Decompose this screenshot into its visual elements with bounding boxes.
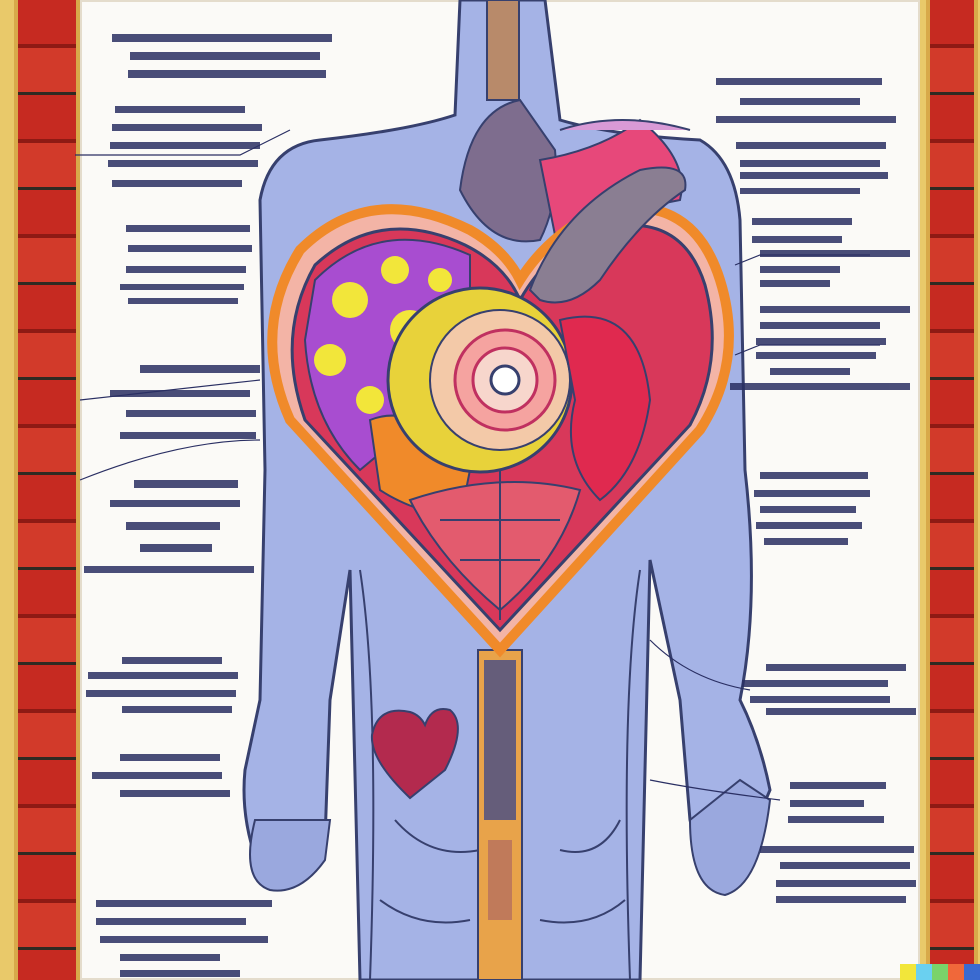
paper-sheet xyxy=(80,0,920,980)
decorative-border-right xyxy=(926,0,978,980)
decorative-border-left xyxy=(14,0,80,980)
corner-color-strip xyxy=(900,964,980,980)
